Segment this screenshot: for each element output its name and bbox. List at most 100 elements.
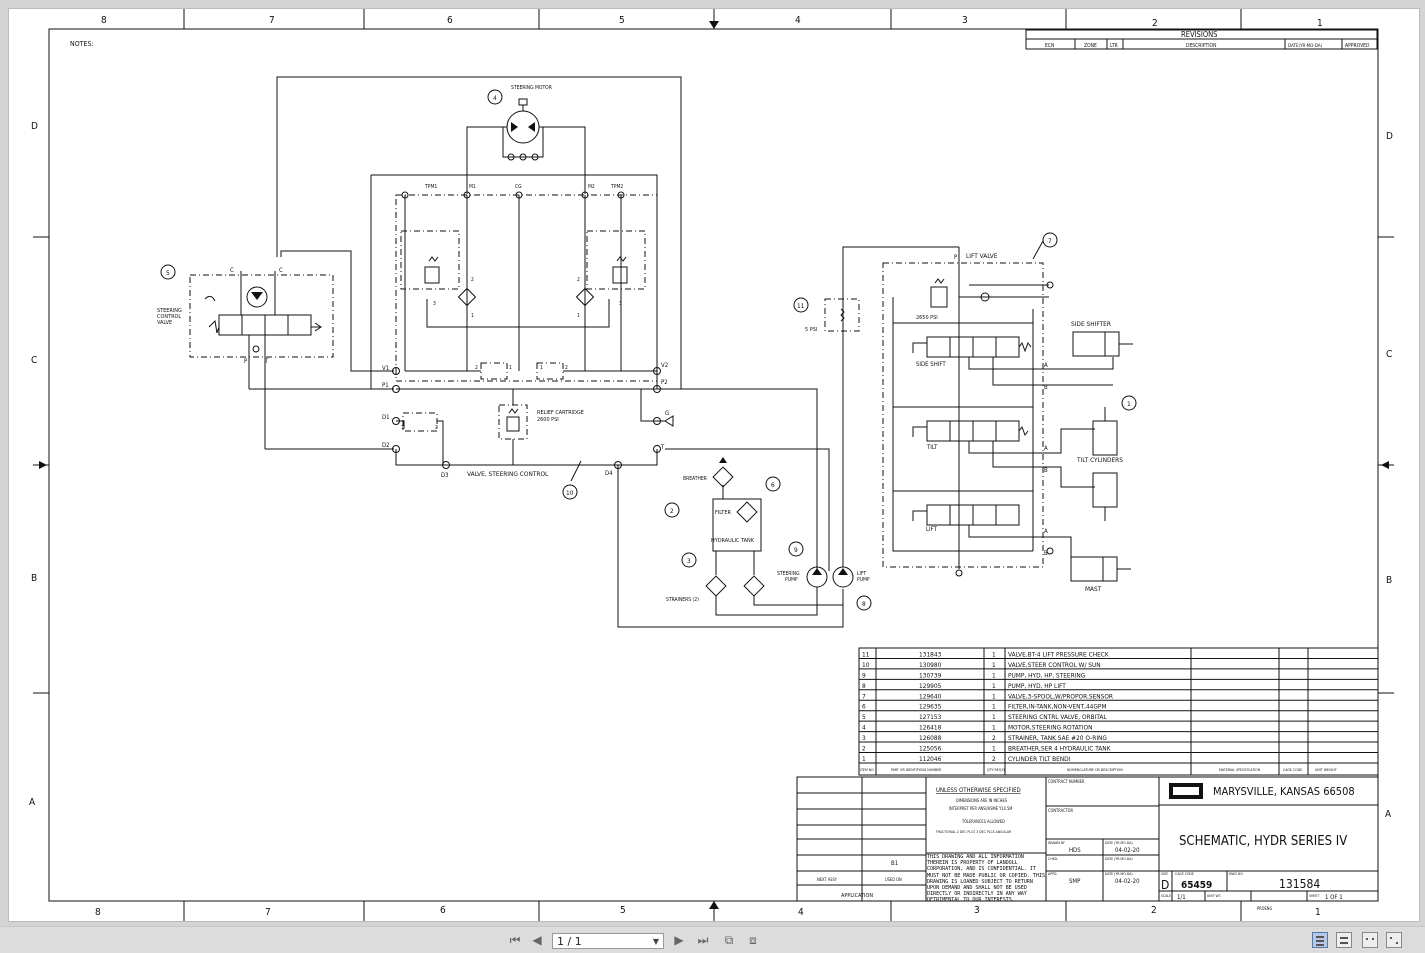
last-page-button[interactable]: ⏭ (697, 933, 709, 947)
filter-label: FILTER (715, 510, 731, 516)
steering-motor-label: STEERING MOTOR (511, 85, 552, 91)
size-value: D (1161, 878, 1169, 892)
bom-part-number: 130980 (919, 661, 942, 669)
zone-3-top: 3 (962, 15, 968, 26)
bom-header: QTY REQ'D (987, 768, 1005, 772)
drawing-title: SCHEMATIC, HYDR SERIES IV (1179, 834, 1347, 849)
sheet-label: SHEET (1309, 894, 1319, 898)
zone-4-top: 4 (795, 15, 801, 26)
port-p1: P1 (382, 382, 389, 389)
notes-label: NOTES: (70, 40, 94, 48)
bom-item-no: 2 (862, 745, 866, 753)
bom-description: VALVE,STEER CONTROL W/ SUN (1008, 661, 1101, 669)
bom-description: MOTOR,STEERING ROTATION (1008, 724, 1092, 732)
valve-steering-control-label: VALVE, STEERING CONTROL (467, 470, 549, 478)
zone-ticks (33, 9, 1394, 921)
bom-part-number: 131843 (919, 650, 942, 658)
rev-col-zone: ZONE (1084, 43, 1097, 49)
zone-5-top: 5 (619, 15, 625, 26)
port-cg: CG (515, 184, 522, 190)
bom-header: PART OR IDENTIFYING NUMBER (891, 768, 942, 772)
check-port-1-left: 1 (509, 365, 512, 371)
dims-label: DIMENSIONS ARE IN INCHES (956, 798, 1008, 803)
bom-header: NOMENCLATURE OR DESCRIPTION (1067, 768, 1123, 772)
bom-part-number: 130739 (919, 671, 942, 679)
unit-wt-label: UNIT WT. (1207, 894, 1221, 898)
b1-label: B1 (891, 860, 898, 867)
zone-6-bottom: 6 (440, 905, 446, 916)
fit-width-button[interactable]: ⧉ (724, 933, 734, 947)
next-page-button[interactable]: ▶ (674, 933, 684, 947)
check-port-2-right: 2 (565, 365, 568, 371)
chevron-down-icon: ▼ (652, 937, 659, 946)
zone-b-left: B (31, 573, 37, 584)
contract-number-label: CONTRACT NUMBER (1048, 779, 1085, 784)
cage-code-label: CAGE CODE (1175, 872, 1194, 876)
zone-3-bottom: 3 (974, 905, 980, 916)
zone-5-bottom: 5 (620, 905, 626, 916)
used-on-label: USED ON (885, 877, 902, 882)
port-d3: D3 (441, 472, 449, 479)
revisions-block: REVISIONS ECN ZONE LTR DESCRIPTION DATE(… (1025, 29, 1378, 50)
hydraulic-schematic: 8 7 6 5 4 3 2 1 8 7 6 5 4 3 2 1 D C B A … (29, 9, 1394, 921)
bom-part-number: 126418 (919, 724, 942, 732)
port-p2: P2 (661, 379, 668, 386)
bom-item-no: 5 (862, 713, 866, 721)
bom-item-no: 3 (862, 734, 866, 742)
zone-6-top: 6 (447, 15, 453, 26)
zone-d-left: D (31, 121, 38, 132)
bom-header: UNIT WEIGHT (1315, 768, 1337, 772)
zone-b-right: B (1386, 575, 1392, 586)
rev-col-date: DATE(YR-MO-DA) (1288, 43, 1323, 49)
tilt-label: TILT (926, 444, 938, 451)
psi-2650-label: 2650 PSI (916, 315, 938, 321)
single-page-view-button[interactable] (1312, 932, 1328, 948)
bom-qty: 1 (992, 692, 996, 700)
port-d4: D4 (605, 470, 613, 477)
revisions-title: REVISIONS (1181, 30, 1217, 39)
rev-col-description: DESCRIPTION (1186, 43, 1216, 49)
zone-labels: 8 7 6 5 4 3 2 1 8 7 6 5 4 3 2 1 D C B A … (29, 15, 1393, 918)
two-page-view-button[interactable] (1362, 932, 1378, 948)
bom-qty: 1 (992, 682, 996, 690)
drawn-date: 04-02-20 (1115, 847, 1140, 854)
bom-description: BREATHER,SER 4 HYDRAULIC TANK (1008, 745, 1111, 753)
tolerance-detail: FRACTIONAL 2 DEC PLCS 3 DEC PLCS ANGULAR (936, 830, 1012, 834)
proeng-label: PROENG (1257, 906, 1272, 911)
five-psi-label: 5 PSI (805, 327, 817, 333)
zone-8-bottom: 8 (95, 907, 101, 918)
relief-port-1-right: 1 (577, 313, 580, 319)
fit-page-button[interactable]: ⧈ (749, 933, 757, 947)
page-selector[interactable]: 1 / 1 ▼ (552, 933, 664, 949)
bom-description: PUMP, HYD, HP LIFT (1008, 682, 1066, 690)
bom-part-number: 129905 (919, 682, 942, 690)
previous-page-button[interactable]: ◀ (532, 933, 542, 947)
two-page-continuous-view-button[interactable] (1386, 932, 1402, 948)
continuous-view-button[interactable] (1336, 932, 1352, 948)
port-b-lift: B (1044, 550, 1048, 557)
check-port-2-left: 2 (475, 365, 478, 371)
bom-part-number: 127153 (919, 713, 942, 721)
callout-11: 11 (797, 302, 805, 310)
appd-label: APPD. (1048, 872, 1057, 876)
bom-description: STRAINER, TANK SAE #20 O-RING (1008, 734, 1107, 742)
relief-port-2-right: 2 (577, 277, 580, 283)
bom-item-no: 9 (862, 671, 866, 679)
bom-part-number: 112046 (919, 755, 942, 763)
callout-1: 1 (1127, 400, 1131, 408)
check-port-1-right: 1 (540, 365, 543, 371)
page-indicator: 1 / 1 (557, 935, 582, 948)
bom-qty: 1 (992, 650, 996, 658)
callout-2: 2 (670, 507, 674, 515)
zone-d-right: D (1386, 131, 1393, 142)
dwg-no-label: DWG NO (1229, 872, 1243, 876)
zone-1-bottom: 1 (1315, 907, 1321, 918)
callout-3: 3 (687, 557, 691, 565)
first-page-button[interactable]: ⏮ (509, 933, 521, 947)
tank-pumps: FILTER HYDRAULIC TANK BREATHER STRAINERS… (666, 246, 959, 616)
zone-a-right: A (1385, 809, 1392, 820)
bom-description: CYLINDER TILT BENDI (1008, 755, 1071, 763)
drawn-by-label: DRAWN BY (1048, 841, 1065, 845)
